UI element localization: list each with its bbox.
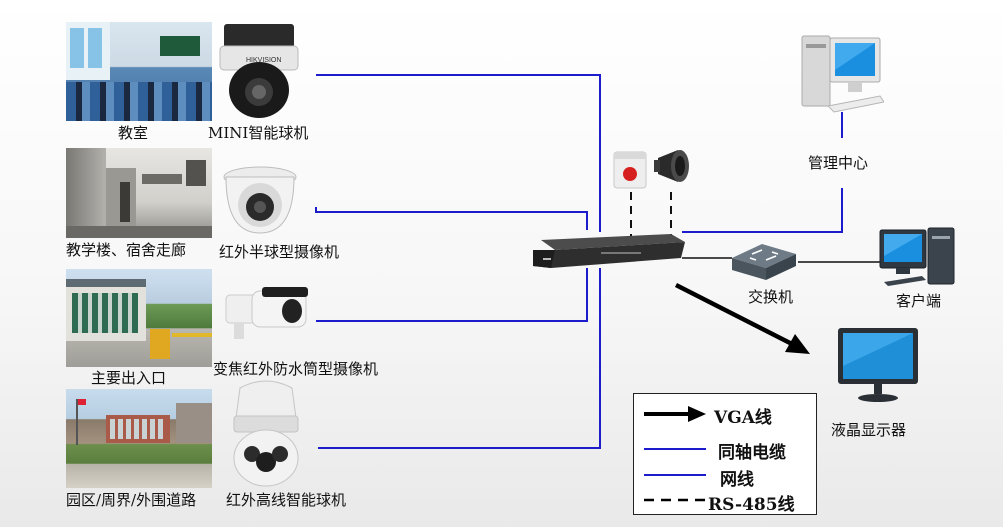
dvr-to-management-line [682,188,843,233]
corridor-label: 教学楼、宿舍走廊 [66,241,187,259]
legend: VGA线 同轴电缆 网线 RS-485线 [633,393,817,515]
bullet-camera-icon [225,287,308,339]
entrance-photo [66,269,212,367]
legend-rs485-label: RS-485线 [708,495,795,515]
lcd-monitor-label: 液晶显示器 [831,421,907,439]
client-computer-icon [879,227,955,286]
legend-vga-symbol [644,406,706,422]
legend-network-symbol [644,474,706,476]
camera2-line [315,207,588,230]
camera4-line [318,268,601,449]
management-computer-icon [801,35,884,113]
legend-network-label: 网线 [720,470,754,490]
vga-arrow-line [674,282,794,347]
campus-label: 园区/周界/外围道路 [66,491,197,509]
camera3-line [316,268,588,322]
mini-dome-camera-icon: HIKVISION [219,24,299,118]
siren-icon [654,150,689,182]
ir-half-dome-camera-icon [223,166,297,234]
client-label: 客户端 [896,292,942,310]
legend-coax-symbol [644,448,706,450]
svg-text:HIKVISION: HIKVISION [246,57,281,64]
ir-speed-dome-camera-icon [233,380,299,487]
classroom-label: 教室 [118,124,149,142]
corridor-photo [66,148,212,238]
dvr-recorder-icon [533,234,685,268]
legend-coax-label: 同轴电缆 [718,443,786,463]
camera1-line [316,74,601,232]
classroom-photo [66,22,212,121]
ir-half-dome-camera-label: 红外半球型摄像机 [219,243,340,261]
ir-speed-dome-camera-label: 红外高线智能球机 [226,491,347,509]
legend-rs485-symbol [644,498,706,502]
network-switch-icon [732,244,796,280]
alarm-button-icon [613,151,647,189]
lcd-monitor-icon [838,328,918,402]
switch-label: 交换机 [748,288,794,306]
bullet-camera-label: 变焦红外防水筒型摄像机 [213,360,379,378]
management-center-label: 管理中心 [808,154,869,172]
mini-dome-camera-label: MINI智能球机 [208,124,309,142]
entrance-label: 主要出入口 [91,369,167,387]
campus-photo [66,389,212,488]
vga-arrow-head [785,334,810,354]
legend-vga-label: VGA线 [714,408,772,428]
